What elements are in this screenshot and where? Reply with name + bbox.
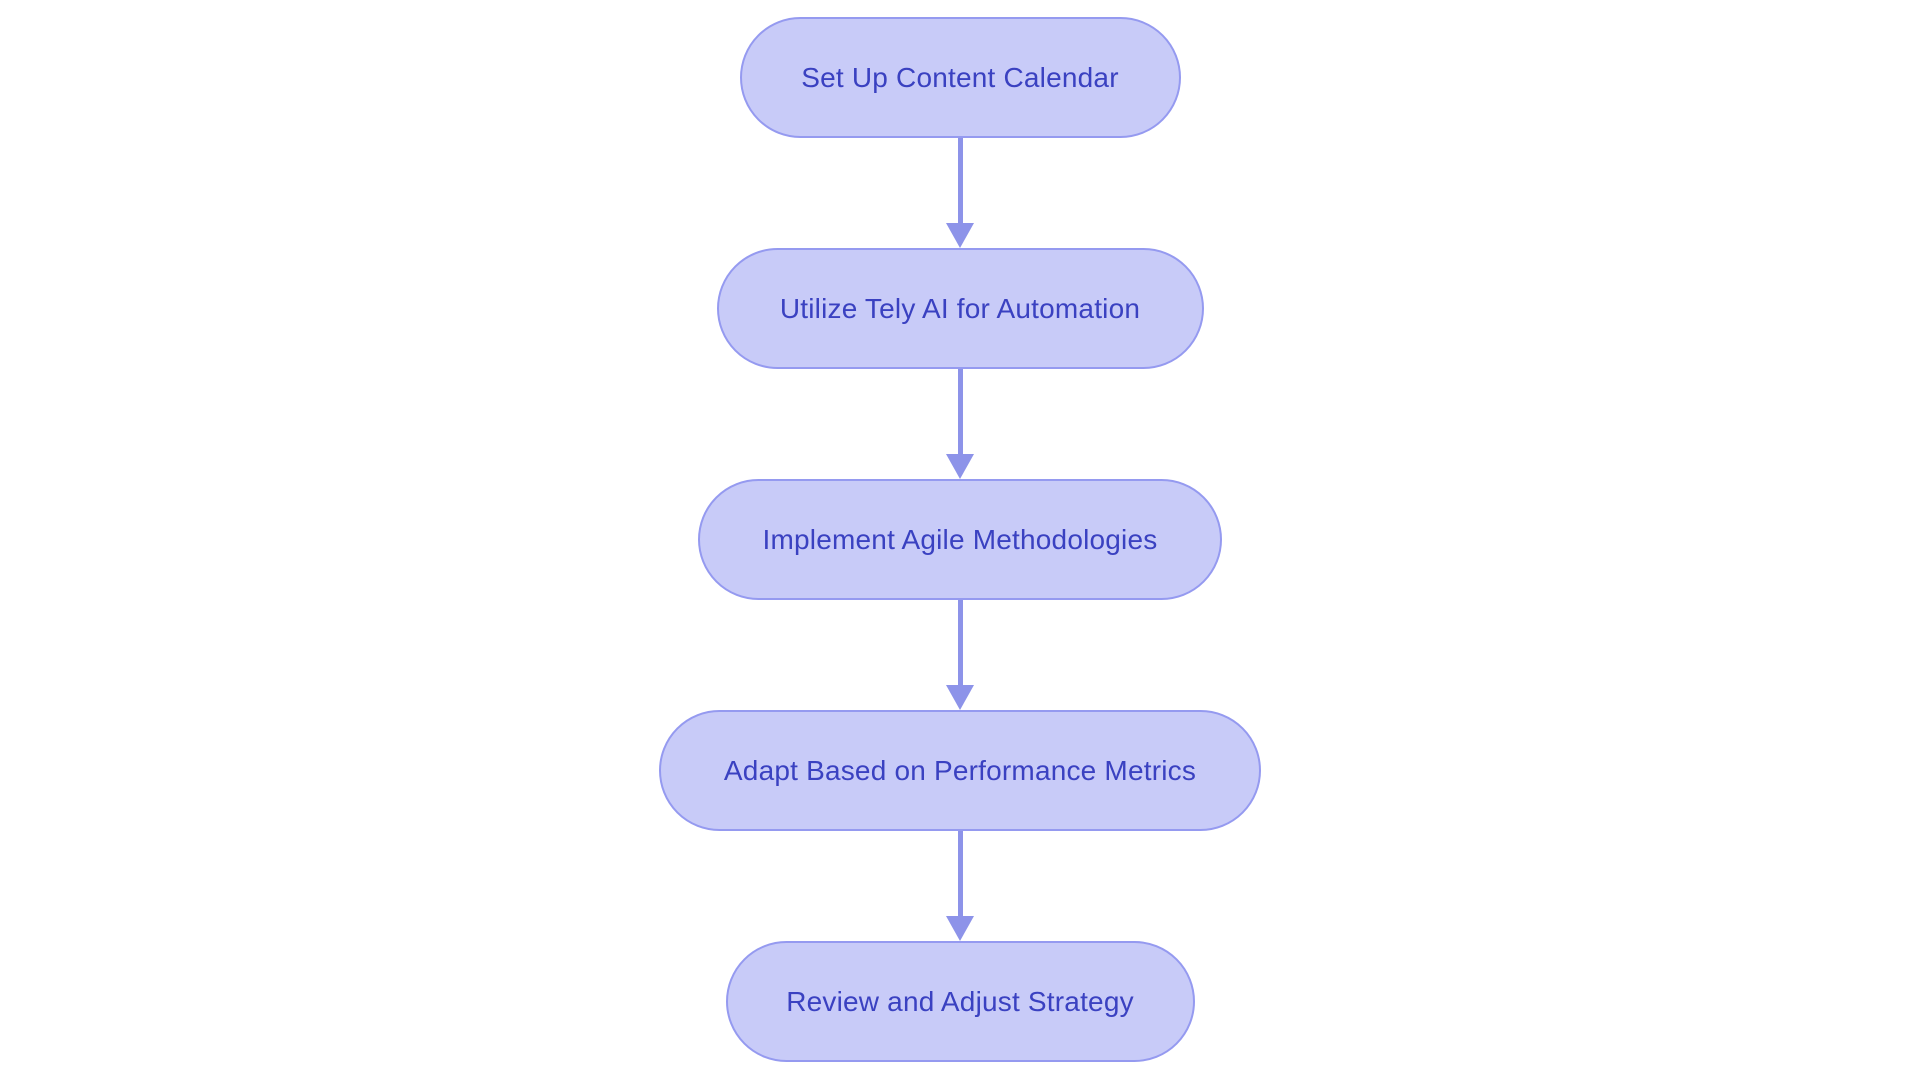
flow-node-set-up-content-calendar: Set Up Content Calendar bbox=[739, 17, 1181, 138]
flow-node-implement-agile-methodologies: Implement Agile Methodologies bbox=[698, 479, 1222, 600]
arrow-down-icon bbox=[946, 223, 974, 248]
connector-arrow-1-2 bbox=[945, 138, 975, 248]
arrow-down-icon bbox=[946, 916, 974, 941]
flow-node-utilize-tely-ai-for-automation: Utilize Tely AI for Automation bbox=[716, 248, 1204, 369]
arrow-down-icon bbox=[946, 685, 974, 710]
connector-line bbox=[957, 369, 963, 454]
connector-arrow-3-4 bbox=[945, 600, 975, 710]
connector-line bbox=[957, 831, 963, 916]
connector-arrow-4-5 bbox=[945, 831, 975, 941]
flow-node-review-and-adjust-strategy: Review and Adjust Strategy bbox=[725, 941, 1195, 1062]
flow-node-adapt-based-on-performance-metrics: Adapt Based on Performance Metrics bbox=[659, 710, 1261, 831]
connector-line bbox=[957, 600, 963, 685]
connector-arrow-2-3 bbox=[945, 369, 975, 479]
arrow-down-icon bbox=[946, 454, 974, 479]
connector-line bbox=[957, 138, 963, 223]
